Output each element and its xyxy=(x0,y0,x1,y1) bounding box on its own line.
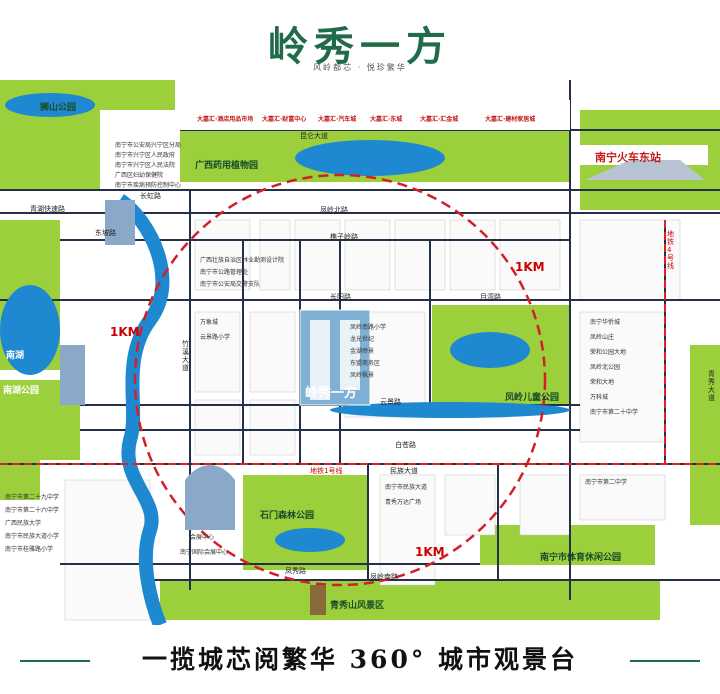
project-label[interactable]: 岭秀一方 xyxy=(305,386,358,401)
pagoda xyxy=(310,585,326,615)
road-metro4: 地铁4号线 xyxy=(667,230,674,270)
poi-left-2[interactable]: 南宁市兴宁区人民法院 xyxy=(115,162,176,169)
station-label[interactable]: 南宁火车东站 xyxy=(595,151,661,164)
page-title: 岭秀一方 xyxy=(268,23,452,70)
project-marker[interactable] xyxy=(299,309,371,406)
road-changhong: 长虹路 xyxy=(140,192,161,200)
km-label-right: 1KM xyxy=(515,260,545,274)
poi-right-1[interactable]: 凤岭山庄 xyxy=(590,334,615,341)
park-botanic[interactable]: 广西药用植物园 xyxy=(195,161,259,171)
road-qingxiu: 青秀大道 xyxy=(708,370,715,402)
poi-ll-2[interactable]: 广西民族大学 xyxy=(5,520,42,527)
poi-ll-1[interactable]: 南宁市第二十六中学 xyxy=(5,507,60,514)
page-subtitle: 风岭都芯 · 悦珍繁华 xyxy=(313,63,407,72)
poi-right-2[interactable]: 荣和公园大地 xyxy=(590,349,627,356)
slogan-rule-right xyxy=(630,660,700,662)
poi-mid-2[interactable]: 金湖帝景 xyxy=(350,348,375,355)
map-svg xyxy=(0,80,720,625)
road-yunjing: 云景路 xyxy=(380,398,401,406)
park-qingxiu[interactable]: 青秀山风景区 xyxy=(330,601,385,611)
brand-6[interactable]: 大嘉汇·建材家居城 xyxy=(485,116,536,123)
poi-lower-5[interactable]: 南宁市第二中学 xyxy=(585,479,628,486)
poi-mid-5[interactable]: 万象城 xyxy=(200,319,219,326)
park-nanhu[interactable]: 南湖公园 xyxy=(3,386,40,396)
poi-left-4[interactable]: 南宁市疾病预防控制中心 xyxy=(115,182,182,189)
poi-ct-2[interactable]: 南宁市公安局交警支队 xyxy=(200,281,261,288)
left-tower xyxy=(60,345,85,405)
park-shimen[interactable]: 石门森林公园 xyxy=(260,511,315,521)
road-qinghu: 青湖快速路 xyxy=(30,205,65,213)
poi-right-6[interactable]: 南宁市第二十中学 xyxy=(590,409,639,416)
poi-right-4[interactable]: 荣和大地 xyxy=(590,379,615,386)
map-area[interactable]: 大嘉汇·酒店用品市场 大嘉汇·财富中心 大嘉汇·汽车城 大嘉汇·东城 大嘉汇·汇… xyxy=(0,80,720,625)
brand-4[interactable]: 大嘉汇·东城 xyxy=(370,116,403,123)
poi-left-1[interactable]: 南宁市兴宁区人民政府 xyxy=(115,152,176,159)
1km-circle xyxy=(133,173,547,587)
poi-mid-0[interactable]: 凤岭南路小学 xyxy=(350,324,387,331)
poi-ct-0[interactable]: 广西壮族自治区林业勘测设计院 xyxy=(200,257,285,264)
poi-ll-3[interactable]: 南宁市民族大道小学 xyxy=(5,533,60,540)
poi-lower-0[interactable]: 南宁市民族大道 xyxy=(385,484,428,491)
park-sports[interactable]: 南宁市体育休闲公园 xyxy=(540,553,622,563)
brand-1[interactable]: 大嘉汇·酒店用品市场 xyxy=(197,116,254,123)
poi-ll-0[interactable]: 南宁市第二十九中学 xyxy=(5,494,60,501)
brand-strip xyxy=(180,100,570,130)
poi-left-3[interactable]: 广西区妇幼保健院 xyxy=(115,172,164,179)
river xyxy=(115,194,170,625)
poi-lower-3[interactable]: 南宁国际会展中心 xyxy=(180,549,229,556)
poi-right-0[interactable]: 南宁华侨城 xyxy=(590,319,621,326)
poi-left-0[interactable]: 南宁市公安局兴宁区分局 xyxy=(115,142,182,149)
slogan-rule-left xyxy=(20,660,90,662)
km-label-left: 1KM xyxy=(110,325,140,339)
lakes xyxy=(0,93,570,552)
poi-right-3[interactable]: 凤岭北公园 xyxy=(590,364,621,371)
park-shishan[interactable]: 狮山公园 xyxy=(40,103,77,113)
poi-lower-4[interactable]: 青秀万达广场 xyxy=(385,499,422,506)
road-fengling-south: 凤岭南路 xyxy=(370,573,398,581)
poi-mid-6[interactable]: 云景路小学 xyxy=(200,334,231,341)
lake-nanhu: 南湖 xyxy=(6,351,25,361)
brand-3[interactable]: 大嘉汇·汽车城 xyxy=(318,116,357,123)
poi-ll-4[interactable]: 南宁市桂雅路小学 xyxy=(5,546,54,553)
road-baicang: 白苍路 xyxy=(395,441,416,449)
poi-mid-3[interactable]: 东盟商务区 xyxy=(350,360,381,367)
poi-ct-1[interactable]: 南宁市公路管理处 xyxy=(200,269,249,276)
road-dongbo: 东坡路 xyxy=(95,229,116,237)
city-blocks xyxy=(64,219,681,621)
header: 岭秀一方 风岭都芯 · 悦珍繁华 xyxy=(0,0,720,80)
upper-left-tower xyxy=(105,200,135,245)
road-fengxiu: 凤秀路 xyxy=(285,567,306,575)
road-minzu: 民族大道 xyxy=(390,467,418,475)
poi-mid-4[interactable]: 凤岭枫景 xyxy=(350,372,375,379)
road-fengling-north: 凤岭北路 xyxy=(320,206,348,214)
km-label-bottom: 1KM xyxy=(415,545,445,559)
park-fengling-child[interactable]: 凤岭儿童公园 xyxy=(505,393,560,403)
poi-lower-2[interactable]: 会展中心 xyxy=(190,534,215,541)
train-station-marker[interactable] xyxy=(578,145,708,180)
poi-mid-1[interactable]: 龙光世纪 xyxy=(350,336,375,343)
road-changyang: 长阳路 xyxy=(330,293,351,301)
slogan: 一揽城芯阅繁华 360° 城市观景台 xyxy=(141,645,579,674)
brand-2[interactable]: 大嘉汇·财富中心 xyxy=(262,116,307,123)
road-metro1: 地铁1号线 xyxy=(310,467,343,475)
road-zhuxi: 竹溪大道 xyxy=(182,340,189,372)
brand-5[interactable]: 大嘉汇·汇金城 xyxy=(420,116,459,123)
road-qiaozi: 樵子岭路 xyxy=(330,233,358,241)
poi-right-5[interactable]: 万科城 xyxy=(590,394,609,401)
exhibition-center xyxy=(185,465,235,530)
road-kunlun: 昆仑大道 xyxy=(300,132,328,140)
road-yuewan: 月湾路 xyxy=(480,293,501,301)
